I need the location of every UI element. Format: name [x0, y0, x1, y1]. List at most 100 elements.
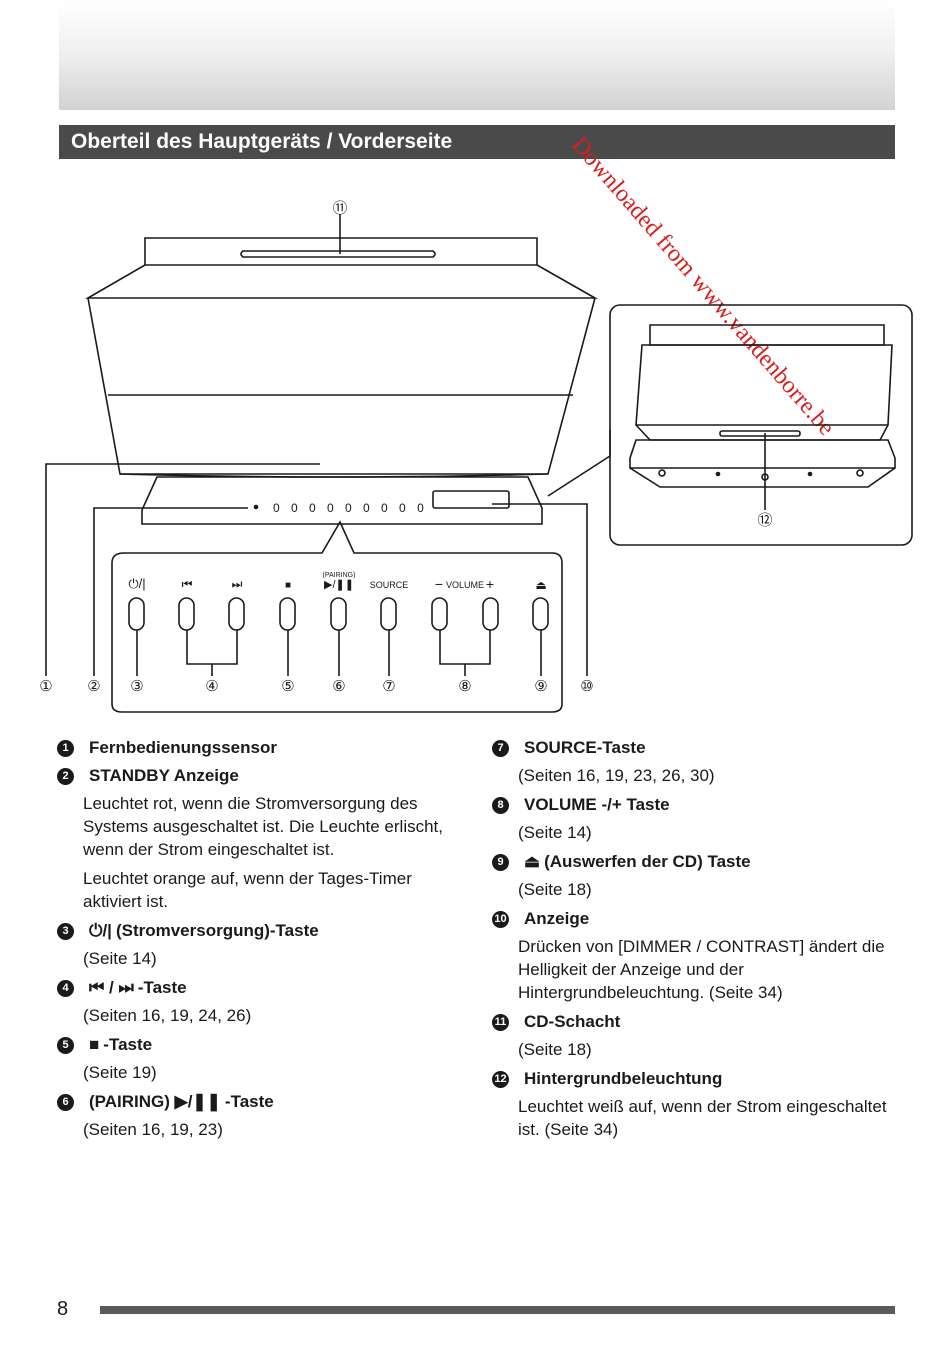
inset-unit-base	[629, 439, 896, 469]
power-icon: ⏻/|	[89, 921, 112, 940]
callout-line-10	[492, 503, 588, 676]
items-right-column: 7 SOURCE-Taste (Seiten 16, 19, 23, 26, 30…	[492, 736, 892, 1147]
item-number: 12	[492, 1070, 509, 1088]
inset-panel	[609, 304, 913, 546]
callout-6: ⑥	[332, 678, 345, 695]
inset-backlight	[719, 430, 801, 437]
label-source: SOURCE	[370, 580, 409, 590]
button-zoom-panel	[111, 520, 563, 713]
item-1: 1 Fernbedienungssensor	[57, 736, 457, 760]
item-title: (Auswerfen der CD) Taste	[544, 852, 751, 871]
section-title: Oberteil des Hauptgeräts / Vorderseite	[59, 125, 895, 159]
button-volume-plus	[482, 597, 499, 631]
item-desc: (Seite 14)	[83, 949, 157, 968]
item-desc: (Seiten 16, 19, 23)	[83, 1120, 223, 1139]
label-eject: ⏏	[535, 578, 546, 592]
callout-7: ⑦	[382, 678, 395, 695]
item-4: 4 ⏮ / ⏭-Taste (Seiten 16, 19, 24, 26)	[57, 976, 457, 1027]
item-number: 7	[492, 739, 509, 757]
label-volume-minus: −	[435, 576, 443, 592]
standby-indicator	[253, 504, 259, 510]
display-digits: 0 0 0 0 0 0 0 0 0	[273, 501, 428, 515]
cd-slot	[240, 250, 436, 258]
label-play: ▶/❚❚	[324, 579, 354, 591]
item-title: -Taste	[137, 978, 187, 997]
inset-unit-top	[649, 324, 885, 346]
callout-12: ⑫	[757, 512, 772, 529]
button-power	[128, 597, 145, 631]
device-diagram: 0 0 0 0 0 0 0 0 0 ⑪ ⑫ ⏻/| ⏮ ⏭ ■ (PAIRING…	[39, 200, 913, 713]
item-number: 11	[492, 1013, 509, 1031]
item-title: Anzeige	[524, 909, 590, 928]
callout-8: ⑧	[458, 678, 471, 695]
label-next: ⏭	[232, 577, 243, 591]
footer-bar	[100, 1306, 895, 1314]
item-desc: (Seite 14)	[518, 823, 592, 842]
item-desc: Leuchtet orange auf, wenn der Tages-Time…	[83, 869, 412, 911]
callout-line-2	[93, 507, 248, 676]
item-number: 1	[57, 739, 74, 757]
item-desc: (Seiten 16, 19, 23, 26, 30)	[518, 766, 715, 785]
item-number: 3	[57, 922, 74, 940]
item-3: 3 ⏻/|(Stromversorgung)-Taste (Seite 14)	[57, 919, 457, 970]
item-6: 6 (PAIRING) ▶/❚❚-Taste (Seiten 16, 19, 23…	[57, 1090, 457, 1141]
button-prev	[178, 597, 195, 631]
item-10: 10 Anzeige Drücken von [DIMMER / CONTRAST…	[492, 907, 892, 1004]
callout-4: ④	[205, 678, 218, 695]
callout-line-1	[45, 463, 320, 676]
play-pause-icon: (PAIRING) ▶/❚❚	[89, 1092, 221, 1111]
item-9: 9⏏(Auswerfen der CD) Taste (Seite 18)	[492, 850, 892, 901]
item-12: 12 Hintergrundbeleuchtung Leuchtet weiß a…	[492, 1067, 892, 1141]
item-number: 4	[57, 979, 74, 997]
item-number: 5	[57, 1036, 74, 1054]
item-8: 8 VOLUME -/+ Taste (Seite 14)	[492, 793, 892, 844]
inset-unit-body	[635, 344, 893, 426]
callout-1: ①	[39, 678, 52, 695]
item-title: CD-Schacht	[524, 1012, 621, 1031]
unit-top-rim	[85, 264, 599, 299]
item-title: VOLUME -/+ Taste	[524, 795, 670, 814]
eject-icon: ⏏	[524, 852, 541, 871]
item-number: 8	[492, 796, 509, 814]
item-number: 6	[57, 1093, 74, 1111]
callout-3: ③	[130, 678, 143, 695]
inset-pointer	[547, 430, 611, 497]
control-panel-base	[141, 476, 543, 525]
item-number: 2	[57, 767, 74, 785]
header-band	[59, 0, 895, 110]
label-prev: ⏮	[182, 577, 193, 591]
item-2: 2 STANDBY Anzeige Leuchtet rot, wenn die …	[57, 764, 457, 913]
button-eject	[532, 597, 549, 631]
stop-icon: ■	[89, 1035, 100, 1054]
item-desc: (Seite 18)	[518, 1040, 592, 1059]
item-5: 5 ■-Taste (Seite 19)	[57, 1033, 457, 1084]
item-title: -Taste	[103, 1035, 153, 1054]
item-desc: Drücken von [DIMMER / CONTRAST] ändert d…	[518, 937, 885, 1002]
item-number: 10	[492, 910, 509, 928]
item-desc: (Seite 19)	[83, 1063, 157, 1082]
callout-10: ⑩	[580, 678, 593, 695]
item-title: Hintergrundbeleuchtung	[524, 1069, 723, 1088]
item-title: (Stromversorgung)-Taste	[115, 921, 319, 940]
button-stop	[279, 597, 296, 631]
item-desc: (Seiten 16, 19, 24, 26)	[83, 1006, 252, 1025]
item-title: -Taste	[224, 1092, 274, 1111]
items-left-column: 1 Fernbedienungssensor 2 STANDBY Anzeige L…	[57, 736, 457, 1147]
item-title: SOURCE-Taste	[524, 738, 646, 757]
callout-9: ⑨	[534, 678, 547, 695]
item-7: 7 SOURCE-Taste (Seiten 16, 19, 23, 26, 30…	[492, 736, 892, 787]
callout-5: ⑤	[281, 678, 294, 695]
display-window	[432, 490, 510, 509]
item-number: 9	[492, 853, 509, 871]
unit-front-body	[87, 297, 596, 475]
skip-icon: ⏮ / ⏭	[89, 978, 134, 997]
label-volume-plus: +	[486, 576, 494, 592]
label-stop: ■	[285, 580, 291, 591]
page-number: 8	[57, 1298, 69, 1320]
item-title: STANDBY Anzeige	[89, 766, 239, 785]
item-desc: Leuchtet weiß auf, wenn der Strom einges…	[518, 1097, 887, 1139]
item-title: Fernbedienungssensor	[89, 738, 277, 757]
item-11: 11 CD-Schacht (Seite 18)	[492, 1010, 892, 1061]
item-desc: Leuchtet rot, wenn die Stromversorgung d…	[83, 794, 443, 859]
label-power: ⏻/|	[128, 576, 145, 591]
